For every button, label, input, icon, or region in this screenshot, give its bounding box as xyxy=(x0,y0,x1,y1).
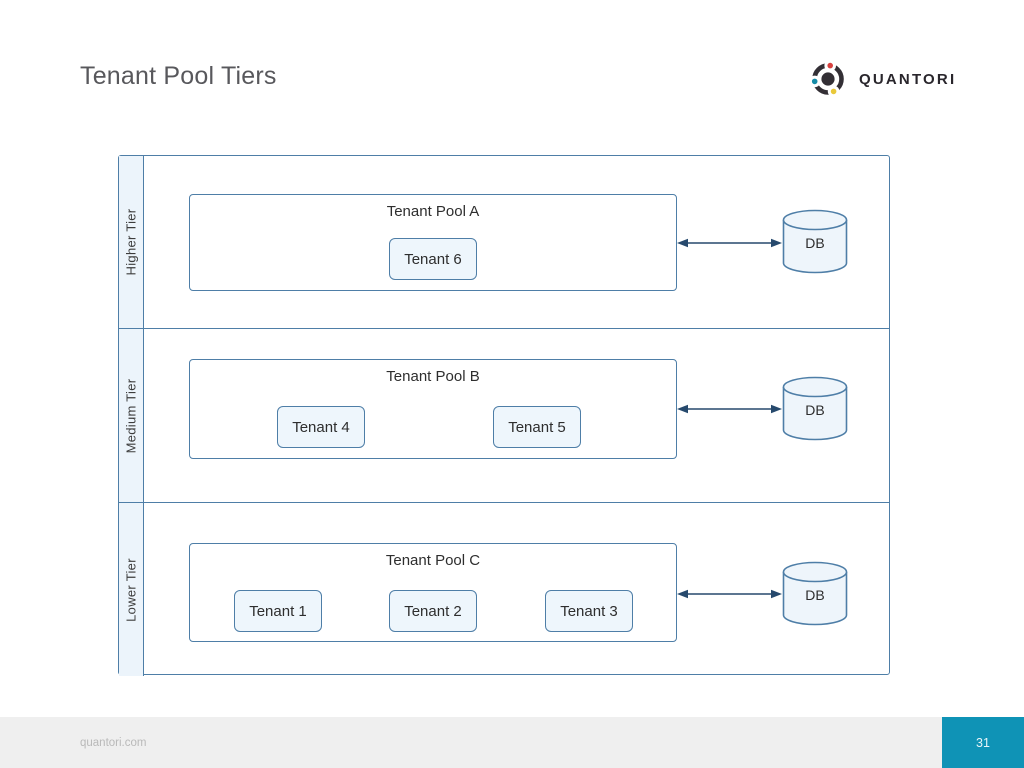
page-title: Tenant Pool Tiers xyxy=(80,62,277,90)
tenant-5-box: Tenant 5 xyxy=(493,406,581,448)
database-cylinder-icon xyxy=(782,561,848,626)
quantori-orbit-icon xyxy=(808,59,844,98)
database-cylinder-icon xyxy=(782,209,848,274)
tenant-3-label: Tenant 3 xyxy=(560,602,618,620)
tier-row-higher: Higher Tier Tenant Pool A Tenant 6 DB xyxy=(119,156,889,328)
tier-label-cell-medium: Medium Tier xyxy=(119,329,144,502)
tenant-pool-b-title: Tenant Pool B xyxy=(386,368,480,385)
database-lower: DB xyxy=(782,561,848,627)
tenant-4-box: Tenant 4 xyxy=(277,406,365,448)
quantori-logo-text: QUANTORI xyxy=(859,70,957,88)
page-number: 31 xyxy=(976,735,990,750)
tenant-pool-c-title: Tenant Pool C xyxy=(385,552,481,569)
tier-row-medium: Medium Tier Tenant Pool B Tenant 4 Tenan… xyxy=(119,328,889,502)
tenant-pool-a-box: Tenant Pool A Tenant 6 xyxy=(189,194,677,291)
tier-label-medium: Medium Tier xyxy=(123,378,139,453)
tenant-6-box: Tenant 6 xyxy=(389,238,477,280)
tenant-pool-b-box: Tenant Pool B Tenant 4 Tenant 5 xyxy=(189,359,677,459)
tier-label-lower: Lower Tier xyxy=(123,557,139,622)
footer-bar: quantori.com xyxy=(0,717,1024,768)
tenant-pool-c-box: Tenant Pool C Tenant 1 Tenant 2 Tenant 3 xyxy=(189,543,677,642)
db-label-lower: DB xyxy=(805,587,825,603)
tenant-3-box: Tenant 3 xyxy=(545,590,633,632)
tenant-6-label: Tenant 6 xyxy=(404,250,462,268)
tenant-4-label: Tenant 4 xyxy=(292,418,350,436)
tier-label-cell-higher: Higher Tier xyxy=(119,156,144,328)
tenant-pool-a-title: Tenant Pool A xyxy=(386,203,480,220)
tenant-5-label: Tenant 5 xyxy=(508,418,566,436)
database-medium: DB xyxy=(782,376,848,442)
tier-row-lower: Lower Tier Tenant Pool C Tenant 1 Tenant… xyxy=(119,502,889,676)
bidirectional-arrow-higher xyxy=(677,238,782,248)
db-label-medium: DB xyxy=(805,402,825,418)
bidirectional-arrow-medium xyxy=(677,404,782,414)
db-label-higher: DB xyxy=(805,235,825,251)
tenant-2-box: Tenant 2 xyxy=(389,590,477,632)
database-cylinder-icon xyxy=(782,376,848,441)
tenant-1-label: Tenant 1 xyxy=(249,602,307,620)
quantori-logo: QUANTORI xyxy=(806,56,956,102)
footer-url: quantori.com xyxy=(80,736,147,749)
tier-diagram: Higher Tier Tenant Pool A Tenant 6 DB xyxy=(118,155,890,676)
database-higher: DB xyxy=(782,209,848,275)
bidirectional-arrow-lower xyxy=(677,589,782,599)
tenant-1-box: Tenant 1 xyxy=(234,590,322,632)
tenant-2-label: Tenant 2 xyxy=(404,602,462,620)
tier-label-higher: Higher Tier xyxy=(123,208,139,276)
tier-label-cell-lower: Lower Tier xyxy=(119,503,144,676)
page-number-badge: 31 xyxy=(942,717,1024,768)
